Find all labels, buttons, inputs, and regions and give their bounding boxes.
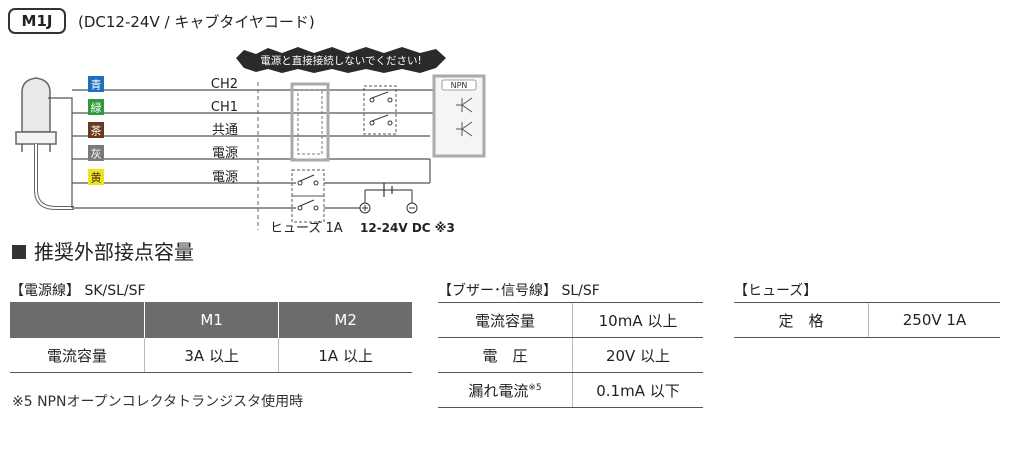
signal-table: 電流容量 10mA 以上 電 圧 20V 以上 漏れ電流※5 0.1mA 以下 (438, 302, 703, 408)
model-spec: (DC12-24V / キャブタイヤコード) (78, 13, 315, 31)
fuse-label: ヒューズ 1A (270, 220, 343, 236)
power-row-m2: 1A 以上 (278, 338, 412, 373)
power-header-blank (10, 302, 145, 338)
dc-label: 12-24V DC ※3 (360, 221, 455, 235)
fuse-label-rating: 定 格 (734, 302, 869, 338)
fuse-table-caption: 【ヒューズ】 (734, 283, 818, 299)
wire-color-swatch (88, 122, 104, 138)
power-table-caption: 【電源線】 SK/SL/SF (10, 283, 146, 299)
wire-color-swatch (88, 99, 104, 115)
signal-value-leak: 0.1mA 以下 (572, 372, 703, 408)
signal-table-caption: 【ブザー･信号線】 SL/SF (438, 283, 600, 299)
leak-footnote-mark: ※5 (528, 382, 542, 393)
signal-label-voltage: 電 圧 (438, 337, 573, 373)
model-badge: M1J (8, 8, 66, 34)
footnote: ※5 NPNオープンコレクタトランジスタ使用時 (12, 394, 304, 410)
lamp-icon (15, 77, 74, 210)
wire-color-name: 青 (91, 79, 102, 92)
table-row: 電流容量 3A 以上 1A 以上 (10, 338, 412, 373)
signal-label-current: 電流容量 (438, 302, 573, 338)
signal-value-current: 10mA 以上 (572, 302, 703, 338)
wire-color-name: 緑 (91, 101, 102, 115)
power-header-m1: M1 (143, 302, 279, 338)
signal-label-leak: 漏れ電流※5 (438, 372, 573, 408)
power-row-m1: 3A 以上 (143, 338, 279, 373)
fuse-value-rating: 250V 1A (868, 302, 1000, 338)
npn-label: NPN (451, 81, 468, 90)
section-heading: 推奨外部接点容量 (12, 236, 194, 265)
table-row: 定 格 250V 1A (734, 302, 1000, 338)
wire-color-name: 茶 (91, 125, 102, 138)
wire-label: 電源 (212, 170, 238, 185)
table-row: 電 圧 20V 以上 (438, 337, 703, 373)
power-table: M1 M2 電流容量 3A 以上 1A 以上 (10, 302, 412, 373)
wire-color-swatch (88, 76, 104, 92)
wire-color-swatch (88, 169, 104, 185)
wire-label: CH1 (211, 100, 238, 115)
table-row: 漏れ電流※5 0.1mA 以下 (438, 372, 703, 408)
wire-label: 共通 (212, 123, 238, 138)
table-row: 電流容量 10mA 以上 (438, 302, 703, 338)
fuse-table: 定 格 250V 1A (734, 302, 1000, 338)
wire-color-name: 黄 (91, 171, 102, 185)
power-row-label: 電流容量 (10, 338, 145, 373)
wire-color-name: 灰 (91, 147, 102, 161)
warning-text: 電源と直接接続しないでください! (260, 54, 421, 67)
wire-color-swatch (88, 145, 104, 161)
wire-label: CH2 (211, 77, 238, 92)
signal-value-voltage: 20V 以上 (572, 337, 703, 373)
power-header-m2: M2 (278, 302, 412, 338)
wire-label: 電源 (212, 146, 238, 161)
